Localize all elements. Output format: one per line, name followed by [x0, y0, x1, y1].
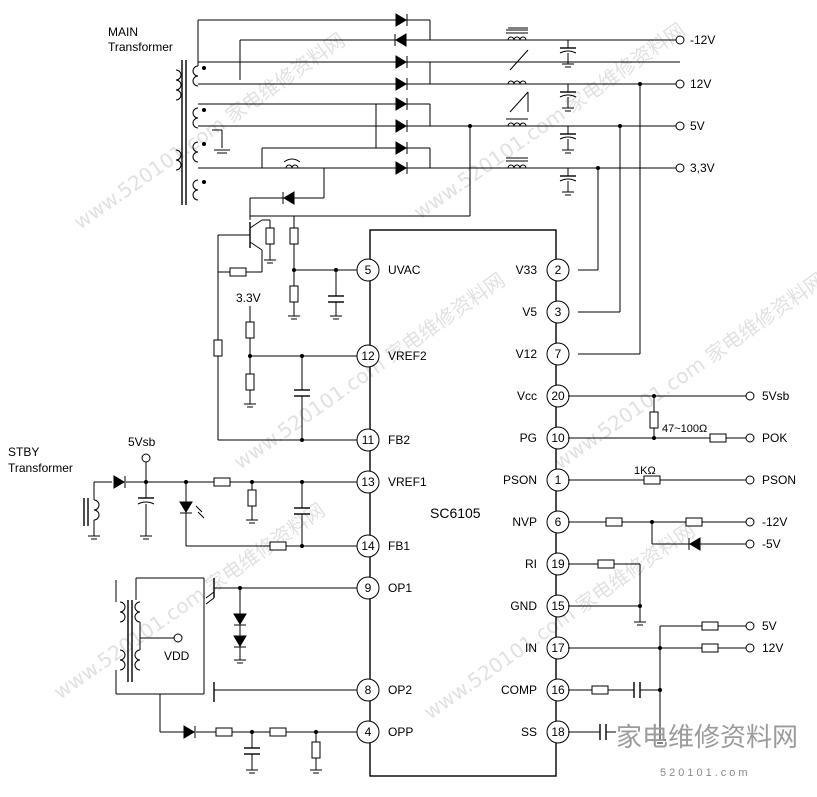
pin-number: 18: [551, 725, 565, 739]
pin-number: 7: [555, 347, 562, 361]
pin-name: V5: [522, 305, 537, 319]
label-5vsb-stby: 5Vsb: [128, 435, 156, 449]
pin-name: OPP: [388, 725, 413, 739]
watermark-brand: 家电维修资料网: [616, 723, 798, 753]
uvac-network: [213, 158, 358, 440]
label-3v3: 3.3V: [236, 291, 261, 305]
pin-circle-9: [356, 576, 380, 600]
sense-lines: [250, 82, 642, 355]
pin-number: 16: [551, 683, 565, 697]
terminal-label-in-b: 12V: [762, 641, 783, 655]
stby-transformer-label-2: Transformer: [8, 461, 73, 475]
terminal-label-pg: POK: [762, 431, 787, 445]
pin-circle-4: [356, 720, 380, 744]
pin-circle-2: [546, 258, 570, 282]
opp-network: [159, 694, 358, 774]
watermark-text-1: www.520101.com 家电维修资料网: [69, 28, 349, 234]
resistor-label-pson: 1KΩ: [634, 465, 656, 477]
pin-number: 10: [551, 431, 565, 445]
main-rails: [197, 19, 680, 169]
pin-circle-11: [356, 428, 380, 452]
pin-circle-12: [356, 344, 380, 368]
pin-name: GND: [510, 599, 537, 613]
pin-name: SS: [521, 725, 537, 739]
output-label-p33: 3,3V: [690, 161, 715, 175]
output-label-p12: 12V: [690, 77, 711, 91]
pin-number: 19: [551, 557, 565, 571]
pin-name: UVAC: [388, 263, 421, 277]
pin-number: 8: [365, 683, 372, 697]
pin-number: 14: [361, 539, 375, 553]
pin-number: 6: [555, 515, 562, 529]
pin-number: 2: [555, 263, 562, 277]
pin-number: 1: [555, 473, 562, 487]
watermark-text-2: www.520101.com 家电维修资料网: [409, 18, 689, 224]
chip-body: [369, 229, 557, 777]
rectifier-diodes: [394, 13, 408, 175]
pin-circle-7: [546, 342, 570, 366]
pin-number: 3: [555, 305, 562, 319]
drive-transformer: [115, 577, 358, 702]
pin-number: 5: [365, 263, 372, 277]
resistor-label-pg: 47~100Ω: [662, 423, 707, 435]
pin-number: 4: [365, 725, 372, 739]
pin-name: OP2: [388, 683, 412, 697]
pin-name: Vcc: [517, 389, 537, 403]
pin-name: V33: [516, 263, 538, 277]
output-terminal-neg12: [675, 35, 685, 45]
pin-name: FB1: [388, 539, 410, 553]
label-vdd: VDD: [164, 649, 190, 663]
pin-name: COMP: [501, 683, 537, 697]
pin-circle-14: [356, 534, 380, 558]
output-terminal-p12: [675, 79, 685, 89]
right-pins: 2 3 7 20 10 1 6 19 15 17 16 18 V33 V5 V1…: [501, 258, 570, 744]
terminal-label-in-a: 5V: [762, 619, 777, 633]
pin-circle-8: [356, 678, 380, 702]
pin-name: OP1: [388, 581, 412, 595]
pin-name: PSON: [503, 473, 537, 487]
main-transformer-label-1: MAIN: [108, 25, 138, 39]
terminal-label-pson: PSON: [762, 473, 796, 487]
watermark-url: 520101.com: [660, 767, 751, 779]
pin-number: 11: [362, 433, 375, 447]
pin-name: FB2: [388, 433, 410, 447]
pin-number: 9: [365, 581, 372, 595]
pin-number: 13: [361, 475, 375, 489]
stby-transformer-label-1: STBY: [8, 445, 39, 459]
pin-number: 17: [551, 641, 565, 655]
output-label-neg12: -12V: [690, 33, 715, 47]
pin-name: NVP: [512, 515, 537, 529]
vref1-network: [179, 477, 358, 551]
terminal-label-nvp-b: -5V: [762, 537, 781, 551]
pin-number: 12: [361, 349, 375, 363]
terminal-label-vcc: 5Vsb: [762, 389, 790, 403]
left-pins: 5 12 11 13 14 9 8 4 UVAC VREF2 FB2 VREF1…: [356, 258, 427, 744]
right-networks: [568, 391, 755, 744]
output-filters: [506, 27, 577, 196]
output-label-p5: 5V: [690, 119, 705, 133]
pin-name: IN: [525, 641, 537, 655]
pin-circle-3: [546, 300, 570, 324]
pin-name: VREF2: [388, 349, 427, 363]
output-terminal-p5: [675, 121, 685, 131]
terminal-label-nvp-a: -12V: [762, 515, 787, 529]
pin-circle-13: [356, 470, 380, 494]
pin-name: RI: [525, 557, 537, 571]
pin-number: 20: [551, 389, 565, 403]
watermark-text-5: www.520101.com 家电维修资料网: [49, 498, 329, 704]
pin-name: V12: [516, 347, 538, 361]
output-terminal-p33: [675, 163, 685, 173]
pin-number: 15: [551, 599, 565, 613]
pin-circle-5: [356, 258, 380, 282]
main-transformer: [175, 60, 206, 205]
pin-name: PG: [520, 431, 537, 445]
vref2-network: [218, 306, 358, 442]
stby-transformer: [83, 453, 358, 540]
main-transformer-label-2: Transformer: [108, 40, 173, 54]
pin-name: VREF1: [388, 475, 427, 489]
chip-name: SC6105: [430, 505, 481, 521]
